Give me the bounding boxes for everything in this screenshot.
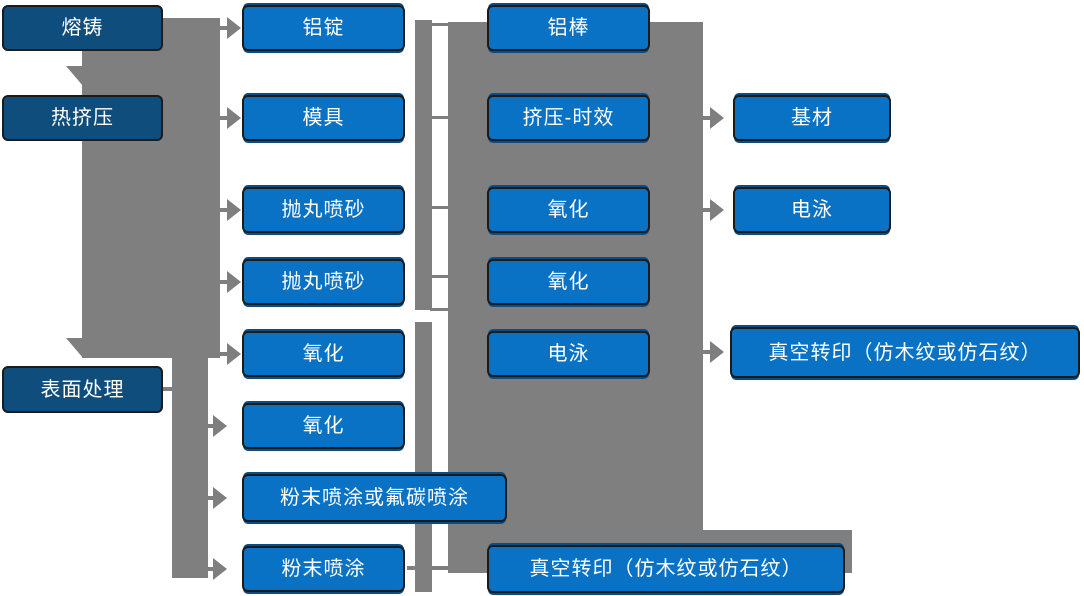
arrow-to-die [218,107,241,129]
node-anodizing-4: 氧化 [487,259,650,305]
node-vacuum-transfer-print-bottom: 真空转印（仿木纹或仿石纹） [487,545,845,593]
connector-bridge-2 [430,116,450,119]
node-extrusion-aging: 挤压-时效 [487,95,650,141]
connector-mid-bar-upper [415,20,432,310]
connector-surface-treatment-link [163,387,179,391]
arrow-to-electrophoresis-2 [701,199,724,221]
node-powder-coating: 粉末喷涂 [242,546,405,592]
node-electrophoresis-1: 电泳 [487,331,650,377]
arrow-to-vacuum-transfer-print-right [701,341,724,363]
node-powder-or-fluorocarbon-coating: 粉末喷涂或氟碳喷涂 [242,474,507,522]
node-surface-treatment: 表面处理 [2,366,163,413]
arrow-to-base-material [701,107,724,129]
arrow-to-powder-coating [204,558,227,580]
node-vacuum-transfer-print-right: 真空转印（仿木纹或仿石纹） [730,327,1080,378]
connector-bridge-3 [430,206,450,209]
arrow-to-anodizing-1 [218,343,241,365]
node-hot-extrusion: 热挤压 [2,95,163,141]
node-shot-blasting-1: 抛丸喷砂 [242,187,405,233]
connector-bridge-4 [430,275,450,278]
arrow-to-aluminum-ingot [218,17,241,39]
arrow-to-anodizing-2 [204,415,227,437]
node-die: 模具 [242,95,405,141]
node-anodizing-2: 氧化 [242,403,405,449]
arrow-down-to-hot-extrusion [66,66,100,86]
arrow-to-shot-blasting-1 [218,199,241,221]
node-base-material: 基材 [733,95,891,141]
node-shot-blasting-2: 抛丸喷砂 [242,259,405,305]
node-anodizing-1: 氧化 [242,331,405,377]
node-aluminum-rod: 铝棒 [487,5,650,51]
node-aluminum-ingot: 铝锭 [242,5,405,51]
connector-bridge-5 [430,308,450,311]
arrow-to-powder-or-fluorocarbon-coating [204,487,227,509]
connector-bridge-bottom [407,566,452,570]
connector-trunk-lower-left [172,358,208,578]
arrow-down-to-surface-treatment [66,338,100,358]
node-melt-casting: 熔铸 [2,5,163,51]
connector-mid-bar-lower [415,322,432,592]
arrow-to-shot-blasting-2 [218,271,241,293]
node-anodizing-3: 氧化 [487,187,650,233]
connector-trunk-left [82,18,220,358]
connector-bridge-1 [430,23,450,26]
node-electrophoresis-2: 电泳 [733,187,891,233]
